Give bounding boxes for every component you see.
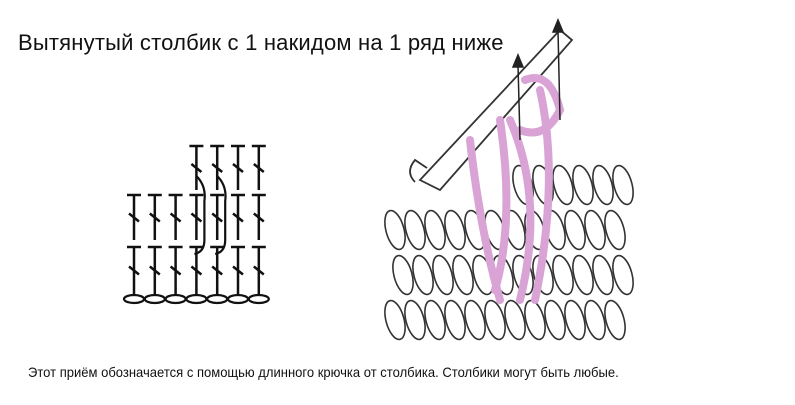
fabric-stitch [424, 299, 446, 341]
yarn-over-mark [149, 265, 161, 276]
fabric-stitch [584, 209, 606, 251]
fabric-stitch [504, 209, 526, 251]
fabric-stitch [612, 254, 634, 296]
fabric-stitch [392, 254, 414, 296]
chain-stitch [164, 293, 187, 305]
chain-stitch [185, 293, 208, 305]
fabric-stitch [552, 164, 574, 206]
yarn-over-mark [190, 265, 203, 276]
fabric-stitch [444, 299, 466, 341]
yarn-over-mark [128, 265, 140, 276]
fabric-stitch [524, 299, 546, 341]
fabric-stitch [532, 254, 554, 296]
fabric-stitch [564, 299, 586, 341]
caption: Этот приём обозначается с помощью длинно… [28, 364, 619, 380]
yarn-over-mark [190, 163, 203, 173]
fabric-stitch [384, 299, 406, 341]
yarn-over-mark [253, 163, 265, 173]
yarn-over-mark [169, 212, 182, 223]
fabric-stitch [524, 209, 546, 251]
fabric-stitch [404, 209, 426, 251]
chain-stitch [143, 293, 166, 305]
yarn-over-mark [149, 212, 161, 223]
chain-stitch [206, 293, 229, 305]
yarn-over-mark [211, 163, 223, 173]
fabric-stitch [544, 209, 566, 251]
fabric-stitch [592, 164, 614, 206]
yarn-over-mark [232, 212, 244, 223]
yarn-over-mark [190, 212, 203, 223]
yarn-over-mark [232, 265, 244, 276]
crochet-symbol-chart [122, 144, 270, 305]
yarn-loops [466, 74, 565, 304]
fabric-stitch [604, 209, 626, 251]
fabric-stitch [472, 254, 494, 296]
yarn-over-mark [169, 265, 182, 276]
fabric-stitch [452, 254, 474, 296]
yarn-over-mark [211, 265, 223, 276]
yarn-over-mark [253, 265, 265, 276]
fabric-stitch [412, 254, 434, 296]
fabric-stitch [592, 254, 614, 296]
fabric-stitch [544, 299, 566, 341]
fabric-stitch [512, 164, 534, 206]
yarn-over-mark [253, 212, 265, 223]
yarn-over-mark [232, 163, 244, 173]
fabric-stitch [484, 209, 506, 251]
fabric-stitch [612, 164, 634, 206]
fabric-stitch [604, 299, 626, 341]
fabric-stitch [492, 254, 514, 296]
arrow-icon [511, 18, 565, 141]
fabric-stitch [404, 299, 426, 341]
page-title: Вытянутый столбик с 1 накидом на 1 ряд н… [18, 30, 504, 55]
chain-stitch [247, 293, 270, 305]
fabric-stitch [464, 209, 486, 251]
fabric-stitches [384, 164, 634, 341]
elongated-stitch [214, 175, 227, 256]
fabric-stitch [432, 254, 454, 296]
fabric-stitch [584, 299, 606, 341]
fabric-stitch [484, 299, 506, 341]
chain-stitch [122, 293, 146, 305]
fabric-stitch [504, 299, 526, 341]
fabric-stitch [424, 209, 446, 251]
fabric-stitch [512, 254, 534, 296]
fabric-stitch [464, 299, 486, 341]
yarn-over-mark [211, 212, 223, 223]
fabric-stitch [572, 254, 594, 296]
yarn-over-mark [128, 212, 140, 223]
elongated-stitch [194, 175, 206, 256]
fabric-stitch [444, 209, 466, 251]
chain-stitch [226, 293, 250, 305]
fabric-stitch [384, 209, 406, 251]
fabric-stitch [552, 254, 574, 296]
fabric-stitch [572, 164, 594, 206]
fabric-stitch [532, 164, 554, 206]
fabric-stitch [564, 209, 586, 251]
